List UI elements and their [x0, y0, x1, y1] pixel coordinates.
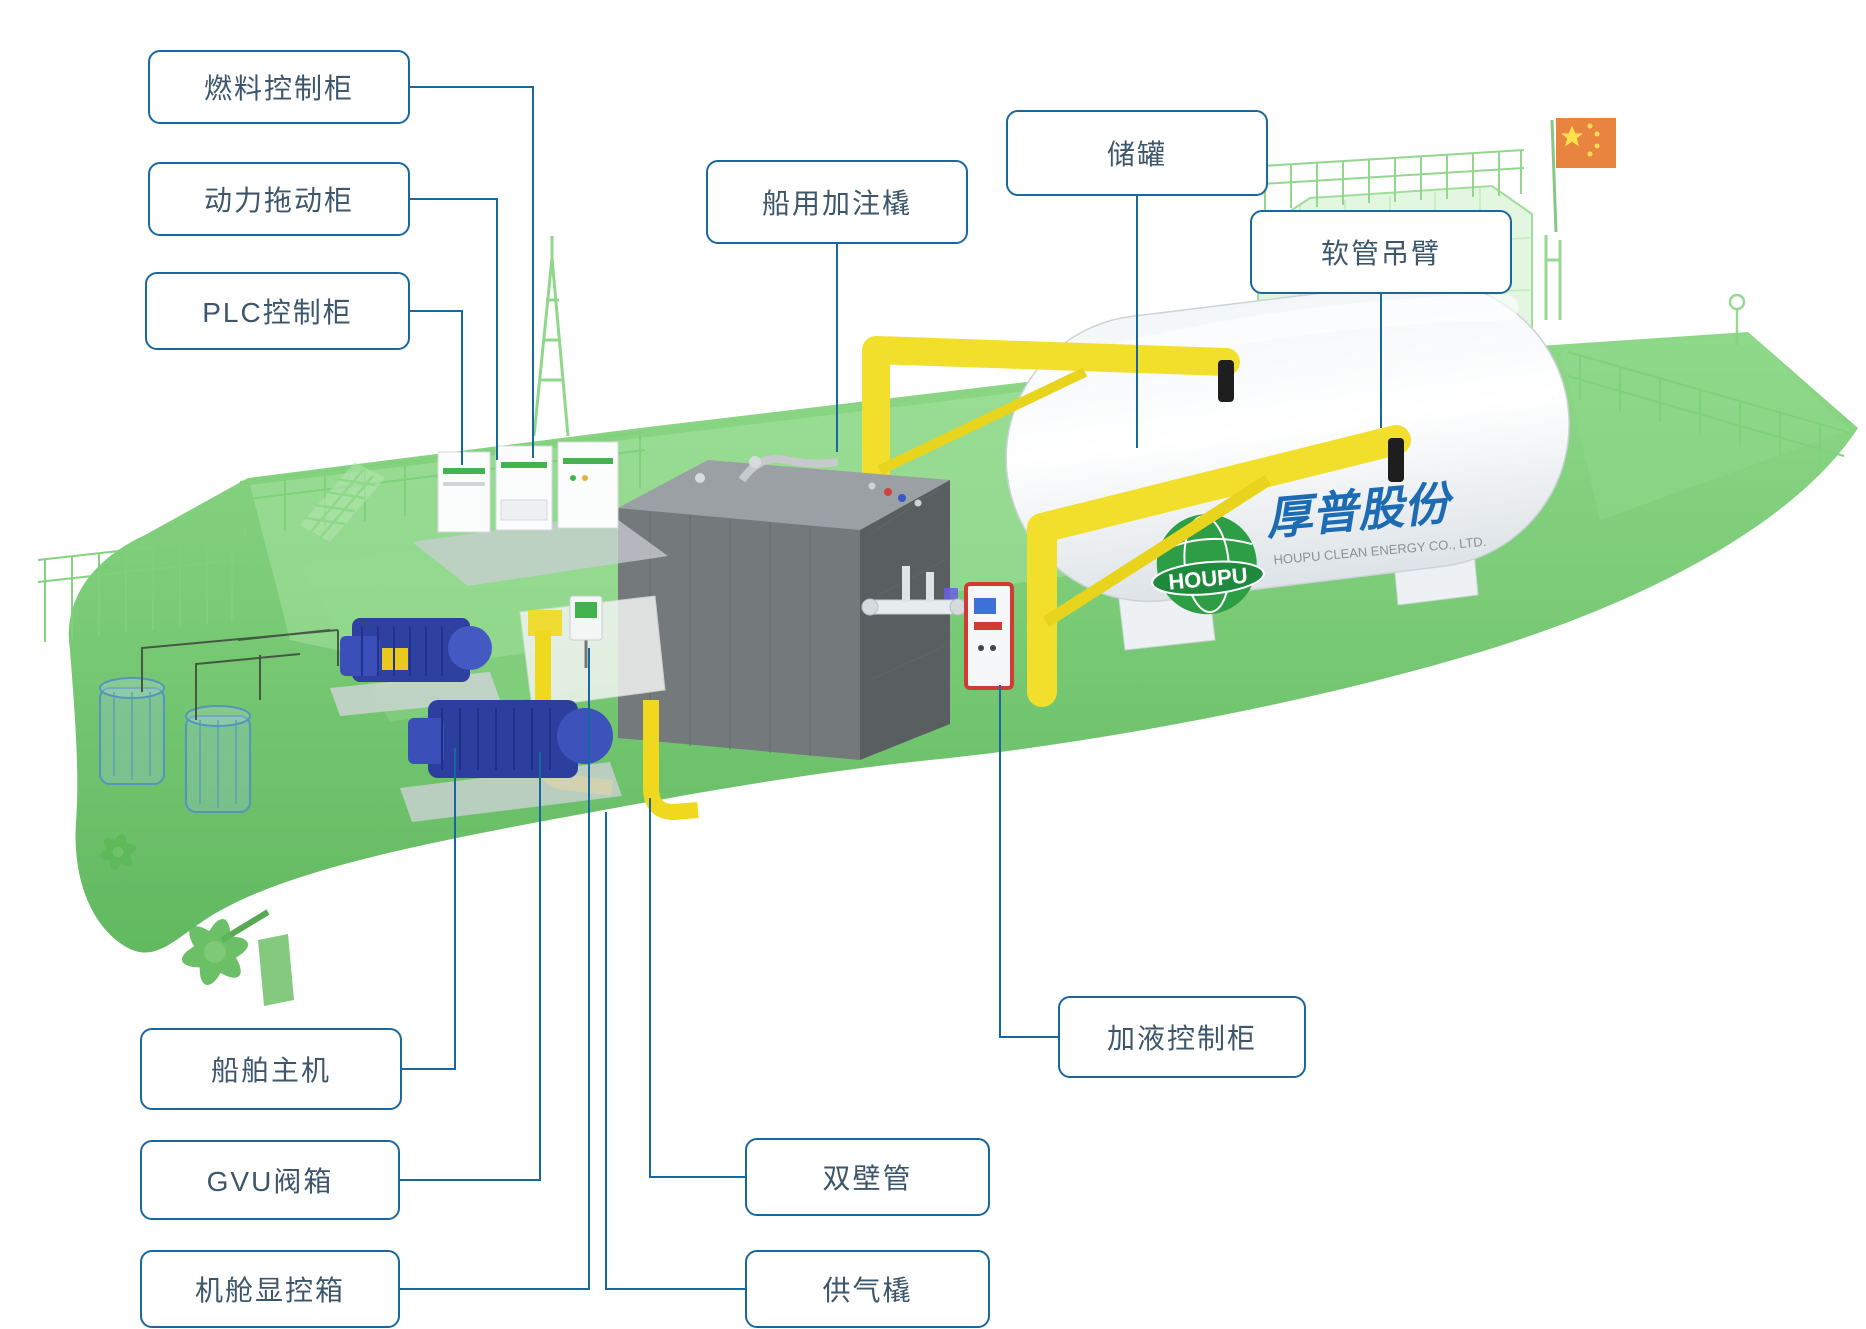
power-drive-cabinet-graphic [495, 445, 553, 531]
bunker-manifold [861, 566, 971, 616]
leader-gas-supply-skid [605, 812, 745, 1290]
bow-railing [1567, 351, 1849, 467]
label-marine-bunkering-skid: 船用加注橇 [706, 160, 968, 244]
leader-double-wall-pipe [649, 798, 745, 1178]
label-hose-crane-arm: 软管吊臂 [1250, 210, 1512, 294]
label-engine-room-display-box: 机舱显控箱 [140, 1250, 400, 1328]
label-text: 机舱显控箱 [194, 1275, 345, 1306]
label-text: GVU阀箱 [206, 1166, 334, 1197]
label-fuel-control-cabinet: 燃料控制柜 [148, 50, 410, 124]
fuel-control-cabinet-graphic [557, 441, 619, 529]
plc-control-cabinet-graphic [437, 451, 491, 533]
label-text: 动力拖动柜 [203, 185, 354, 216]
leader-fuel-control-cabinet [410, 86, 534, 458]
label-storage-tank: 储罐 [1006, 110, 1268, 196]
label-plc-control-cabinet: PLC控制柜 [145, 272, 410, 350]
stern-railing [37, 537, 236, 642]
leader-plc-control-cabinet [410, 310, 463, 465]
china-flag [1550, 118, 1616, 233]
leader-filling-control-cabinet [999, 685, 1058, 1038]
filling-control-cabinet-graphic [964, 582, 1014, 690]
label-ship-main-engine: 船舶主机 [140, 1028, 402, 1110]
label-text: 双壁管 [822, 1163, 913, 1194]
label-text: 船用加注橇 [761, 188, 912, 219]
rudder [258, 934, 294, 1006]
leader-gvu-valve-box [400, 752, 541, 1181]
propeller [99, 833, 294, 1006]
stairs [300, 462, 385, 542]
hose-fitting-rear [1218, 360, 1234, 402]
label-power-drive-cabinet: 动力拖动柜 [148, 162, 410, 236]
bow-deck-surface [1560, 335, 1850, 520]
label-filling-control-cabinet: 加液控制柜 [1058, 996, 1306, 1078]
aft-mast [1544, 235, 1562, 320]
label-text: 储罐 [1106, 139, 1167, 170]
stern-cabling [141, 629, 339, 720]
label-text: 船舶主机 [210, 1055, 331, 1086]
bunkering-skid-container [618, 455, 958, 760]
flag-big-star [1561, 125, 1583, 147]
label-text: 软管吊臂 [1320, 238, 1441, 269]
crane-arm-front [1027, 425, 1411, 707]
foremast [532, 236, 570, 437]
hose-fitting-front [1388, 438, 1404, 482]
leader-power-drive-cabinet [410, 198, 498, 460]
leader-engine-room-display-box [400, 648, 590, 1290]
engine-room-display-graphic [569, 595, 603, 668]
label-text: 加液控制柜 [1106, 1023, 1257, 1054]
stern-thrusters [99, 629, 339, 813]
label-gvu-valve-box: GVU阀箱 [140, 1140, 400, 1220]
label-text: 燃料控制柜 [203, 73, 354, 104]
radar-mast [1728, 293, 1746, 345]
control-cabinets [412, 441, 668, 586]
logo-band [1151, 560, 1265, 596]
label-text: PLC控制柜 [202, 297, 353, 328]
label-text: 供气橇 [822, 1275, 913, 1306]
leader-ship-main-engine [402, 748, 456, 1070]
label-gas-supply-skid: 供气橇 [745, 1250, 990, 1328]
label-double-wall-pipe: 双壁管 [745, 1138, 990, 1216]
engine-rear [330, 618, 500, 716]
